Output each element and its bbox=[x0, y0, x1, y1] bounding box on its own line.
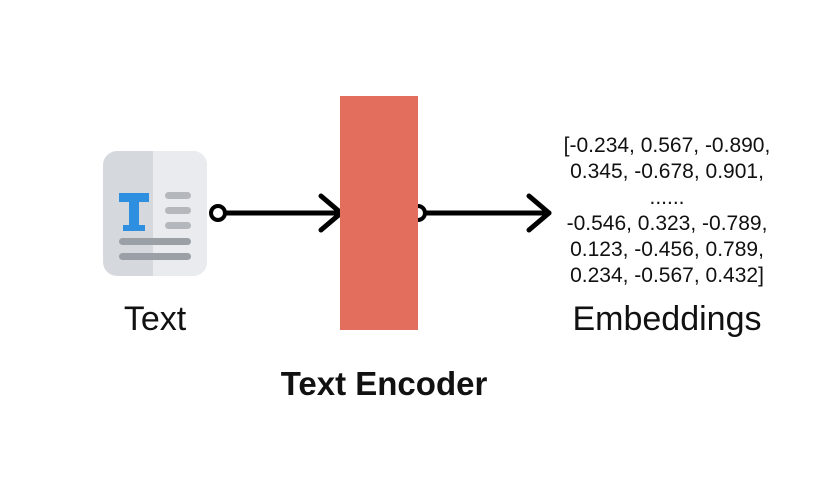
embedding-ellipsis: ...... bbox=[649, 186, 685, 209]
text-document-icon bbox=[103, 151, 207, 276]
input-arrow bbox=[222, 193, 344, 233]
input-label: Text bbox=[123, 300, 187, 338]
output-label: Embeddings bbox=[572, 300, 762, 338]
embedding-line: 0.123, -0.456, 0.789, bbox=[570, 238, 764, 261]
embedding-line: -0.546, 0.323, -0.789, bbox=[566, 212, 768, 235]
encoder-block bbox=[340, 96, 418, 330]
encoder-label: Text Encoder bbox=[280, 365, 488, 402]
embedding-line: 0.234, -0.567, 0.432] bbox=[570, 264, 764, 287]
embedding-values: [-0.234, 0.567, -0.890, 0.345, -0.678, 0… bbox=[535, 133, 799, 289]
output-arrow bbox=[422, 193, 552, 233]
embedding-line: [-0.234, 0.567, -0.890, bbox=[563, 134, 771, 157]
input-port-circle bbox=[209, 204, 227, 222]
embedding-line: 0.345, -0.678, 0.901, bbox=[570, 160, 764, 183]
